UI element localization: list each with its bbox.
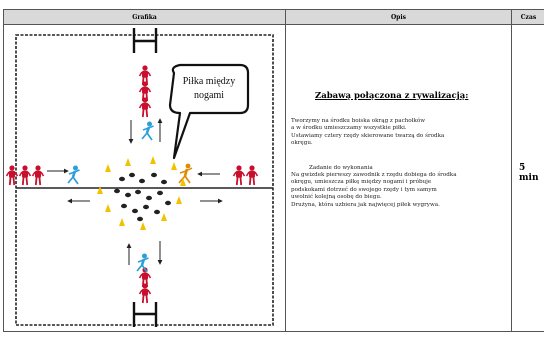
description-text: Drużyna, która uzbiera jak najwięcej pił… <box>291 201 440 208</box>
task-heading: Zadanie do wykonania <box>309 164 373 171</box>
table-row: Piłka między nogami Zabawą połączona z r… <box>3 24 544 332</box>
description-cell: Zabawą połączona z rywalizacją: Tworzymy… <box>285 24 512 332</box>
time-value-block: 5 min <box>519 163 544 183</box>
description-text: a w środku umieszczamy wszystkie piłki. <box>291 125 407 132</box>
lesson-plan-table: Grafika Opis Czas <box>3 9 544 332</box>
description-title: Zabawą połączona z rywalizacją: <box>315 91 469 101</box>
speech-bubble: Piłka między nogami <box>168 63 250 160</box>
team-left-row <box>5 164 45 186</box>
team-right-row <box>232 164 259 186</box>
header-time: Czas <box>511 9 544 25</box>
description-body: Tworzymy na środku boiska okrąg z pachoł… <box>291 118 509 209</box>
speech-bubble-line2: nogami <box>194 90 224 101</box>
runner-right <box>178 163 193 184</box>
header-graphic: Grafika <box>3 9 286 25</box>
description-text: Tworzymy na środku boiska okrąg z pachoł… <box>291 118 426 124</box>
table-header-row: Grafika Opis Czas <box>3 9 544 25</box>
time-cell: 5 min <box>511 24 544 332</box>
team-top-row <box>138 64 152 118</box>
field-boundary <box>15 34 274 326</box>
description-text: uwolnić kolejną osobę do biegu. <box>291 194 382 201</box>
description-text: okręgu, umieszcza piłkę między nogami i … <box>291 179 432 186</box>
description-text: Na gwizdek pierwszy zawodnik z rzędu dob… <box>291 172 457 179</box>
description-text: podskokami dotrzeć do swojego rzędy i ty… <box>291 186 437 193</box>
time-value: 5 <box>519 163 526 173</box>
graphic-cell: Piłka między nogami <box>3 24 286 332</box>
speech-bubble-line1: Piłka między <box>183 76 236 87</box>
header-description: Opis <box>285 9 512 25</box>
field-diagram: Piłka między nogami <box>5 28 274 327</box>
goal-bottom-icon <box>132 302 158 327</box>
goal-top-icon <box>132 28 158 53</box>
movement-arrows <box>47 118 223 265</box>
runner-left <box>66 164 81 186</box>
runner-top <box>140 120 155 142</box>
team-bottom-row <box>138 266 152 304</box>
ball-pile <box>114 172 171 222</box>
description-text: Ustawiamy cztery rzędy skierowane twarzą… <box>291 132 445 139</box>
description-text: okręgu. <box>291 140 313 147</box>
time-unit: min <box>519 173 539 183</box>
